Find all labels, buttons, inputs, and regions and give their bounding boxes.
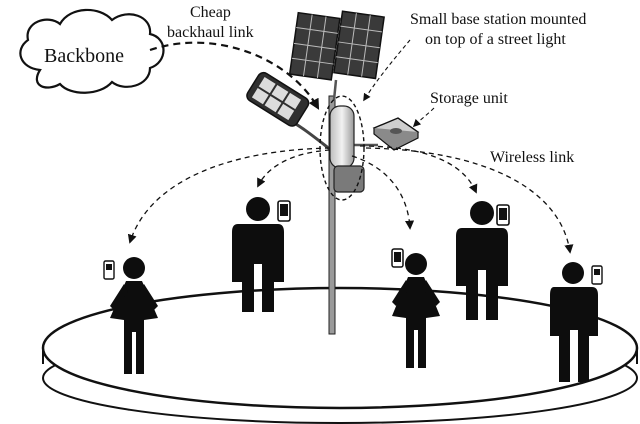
street-light: [246, 71, 378, 335]
wireless-link-5: [365, 147, 574, 254]
wireless-link-1: [127, 147, 331, 244]
wireless-link-3: [351, 155, 415, 230]
backbone-label: Backbone: [44, 45, 124, 67]
backhaul-label-line2: backhaul link: [167, 24, 254, 41]
backhaul-label-line1: Cheap: [190, 4, 231, 21]
phone-icon-center-left: [277, 200, 291, 222]
user-man-right: [550, 262, 598, 382]
phone-icon-left: [103, 260, 115, 280]
backbone-cloud: Backbone: [19, 8, 165, 94]
user-woman-center: [392, 253, 440, 368]
backhaul-link: [149, 41, 320, 110]
wireless-link-4: [359, 145, 478, 194]
phone-icon-right: [591, 265, 603, 285]
solar-panels: [288, 10, 385, 81]
phone-icon-center: [391, 248, 404, 268]
wireless-links: [127, 145, 574, 254]
phone-icon-center-right: [496, 204, 510, 226]
wireless-label: Wireless link: [490, 149, 574, 166]
storage-unit: [372, 117, 420, 151]
user-woman-left: [110, 257, 158, 374]
station-label-line1: Small base station mounted: [410, 11, 586, 28]
user-man-center-right: [456, 201, 508, 320]
led-lamp-head: [246, 71, 310, 127]
wireless-link-2: [257, 149, 331, 188]
storage-annotation-arrow: [412, 107, 435, 128]
storage-label: Storage unit: [430, 90, 508, 107]
small-base-station: [329, 105, 355, 169]
station-label-line2: on top of a street light: [425, 31, 566, 48]
station-annotation-arrow: [363, 39, 411, 102]
user-man-center-left: [232, 197, 284, 312]
